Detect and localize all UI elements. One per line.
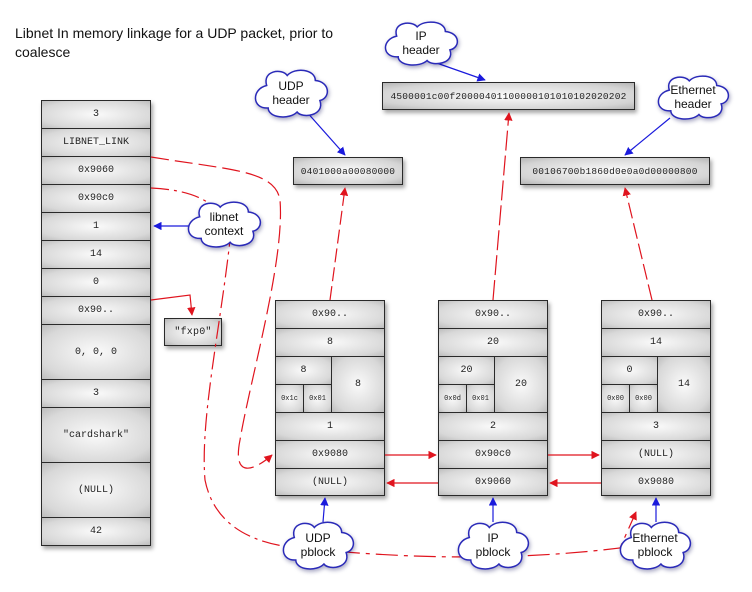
pblock-sub-b: 0x00	[630, 385, 658, 413]
pblock-sub-b: 0x01	[304, 385, 332, 413]
context-field: 14	[42, 241, 150, 269]
context-field: 0x9060	[42, 157, 150, 185]
pblock-copied: 20	[495, 357, 547, 413]
ptr-context-to-device	[150, 294, 196, 316]
context-field: 0	[42, 269, 150, 297]
cloud-label-line: Ethernet	[670, 83, 716, 97]
diagram-title: Libnet In memory linkage for a UDP packe…	[15, 25, 334, 60]
ptr-eth-buf-to-header	[622, 187, 653, 301]
cloud-shape	[254, 69, 329, 118]
context-field: (NULL)	[42, 463, 150, 518]
label-arrow-udp-header	[304, 109, 346, 156]
cloud-shape	[282, 521, 355, 570]
cloud-label-line: pblock	[475, 545, 511, 559]
pblock-sub-a: 0x0d	[439, 385, 467, 413]
cloud-label-line: header	[674, 97, 712, 111]
pblock-copied: 14	[658, 357, 710, 413]
pblock-next: 0x9080	[276, 441, 384, 469]
pblock-h-len: 20	[439, 357, 495, 385]
context-field: 0, 0, 0	[42, 325, 150, 380]
pblock-buf: 0x90..	[276, 301, 384, 329]
label-arrow-udp-pblock	[320, 497, 329, 523]
cloud-label-line: IP	[415, 29, 427, 43]
cloud-label-line: pblock	[637, 545, 673, 559]
pblock-next: 0x90c0	[439, 441, 547, 469]
device-name-box: "fxp0"	[164, 318, 222, 346]
cloud-label-line: IP	[487, 531, 499, 545]
pblock-h-len: 8	[276, 357, 332, 385]
pblock-sub-b: 0x01	[467, 385, 495, 413]
label-arrow-ethernet-header	[624, 117, 671, 156]
cloud-label-line: Ethernet	[632, 531, 678, 545]
pblock-buf: 0x90..	[439, 301, 547, 329]
context-field: 3	[42, 101, 150, 129]
ptr-ip-buf-to-header	[492, 112, 513, 301]
pblock-b-len: 8	[276, 329, 384, 357]
pblock-copied: 8	[332, 357, 384, 413]
pblock-b-len: 14	[602, 329, 710, 357]
context-field: 1	[42, 213, 150, 241]
pblock-type: 2	[439, 413, 547, 441]
context-field: 0x90c0	[42, 185, 150, 213]
context-field: LIBNET_LINK	[42, 129, 150, 157]
ethernet-header-hex: 00106700b1860d0e0a0d00000800	[520, 157, 710, 185]
pblock-type: 1	[276, 413, 384, 441]
context-field: 3	[42, 380, 150, 408]
pblock-sub-a: 0x1c	[276, 385, 304, 413]
cloud-shape	[619, 521, 692, 570]
cloud-label-line: UDP	[305, 531, 331, 545]
cloud-shape	[657, 75, 730, 120]
context-field: 42	[42, 518, 150, 545]
pblock-next: (NULL)	[602, 441, 710, 469]
context-field: "cardshark"	[42, 408, 150, 463]
cloud-label-line: pblock	[300, 545, 336, 559]
pblock-h-len: 0	[602, 357, 658, 385]
udp-header-hex: 0401000a00080000	[293, 157, 403, 185]
ptr-context-to-udp-pblock	[150, 156, 282, 469]
cloud-label-line: UDP	[278, 79, 304, 93]
pblock-sub-a: 0x00	[602, 385, 630, 413]
ip-header-hex: 4500001c00f20000401100000101010102020202	[382, 82, 635, 110]
cloud-label-line: context	[204, 224, 244, 238]
context-field: 0x90..	[42, 297, 150, 325]
cloud-shape	[384, 21, 459, 66]
pblock-prev: (NULL)	[276, 469, 384, 495]
ptr-udp-buf-to-header	[329, 187, 349, 301]
pblock-prev: 0x9060	[439, 469, 547, 495]
cloud-shape	[457, 521, 530, 570]
cloud-shape	[187, 201, 262, 248]
pblock-type: 3	[602, 413, 710, 441]
pblock-prev: 0x9080	[602, 469, 710, 495]
cloud-label-line: header	[402, 43, 440, 57]
cloud-label-line: header	[272, 93, 310, 107]
cloud-label-line: libnet	[209, 210, 239, 224]
pblock-buf: 0x90..	[602, 301, 710, 329]
pblock-b-len: 20	[439, 329, 547, 357]
